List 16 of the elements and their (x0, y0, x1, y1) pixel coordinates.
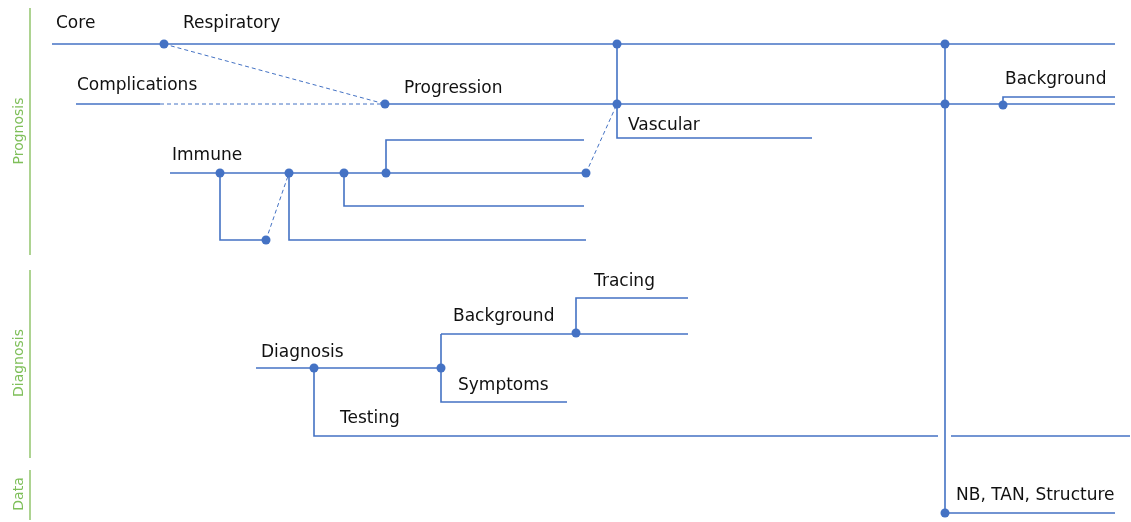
topic-label: Background (453, 305, 555, 325)
section-label: Diagnosis (10, 328, 26, 398)
section-label: Prognosis (10, 97, 26, 165)
topic-label: Diagnosis (261, 341, 344, 361)
topic-label: Testing (340, 407, 400, 427)
topic-label: Background (1005, 68, 1107, 88)
topic-label: Vascular (628, 114, 700, 134)
topic-label: Complications (77, 74, 198, 94)
topic-label: Immune (172, 144, 243, 164)
topic-label: Respiratory (183, 12, 281, 32)
topic-label: Symptoms (458, 374, 549, 394)
section-label: Data (10, 477, 26, 511)
topic-label: Progression (404, 77, 503, 97)
topic-label: NB, TAN, Structure (956, 484, 1115, 504)
topic-label: Core (56, 12, 96, 32)
topic-label: Tracing (594, 270, 655, 290)
